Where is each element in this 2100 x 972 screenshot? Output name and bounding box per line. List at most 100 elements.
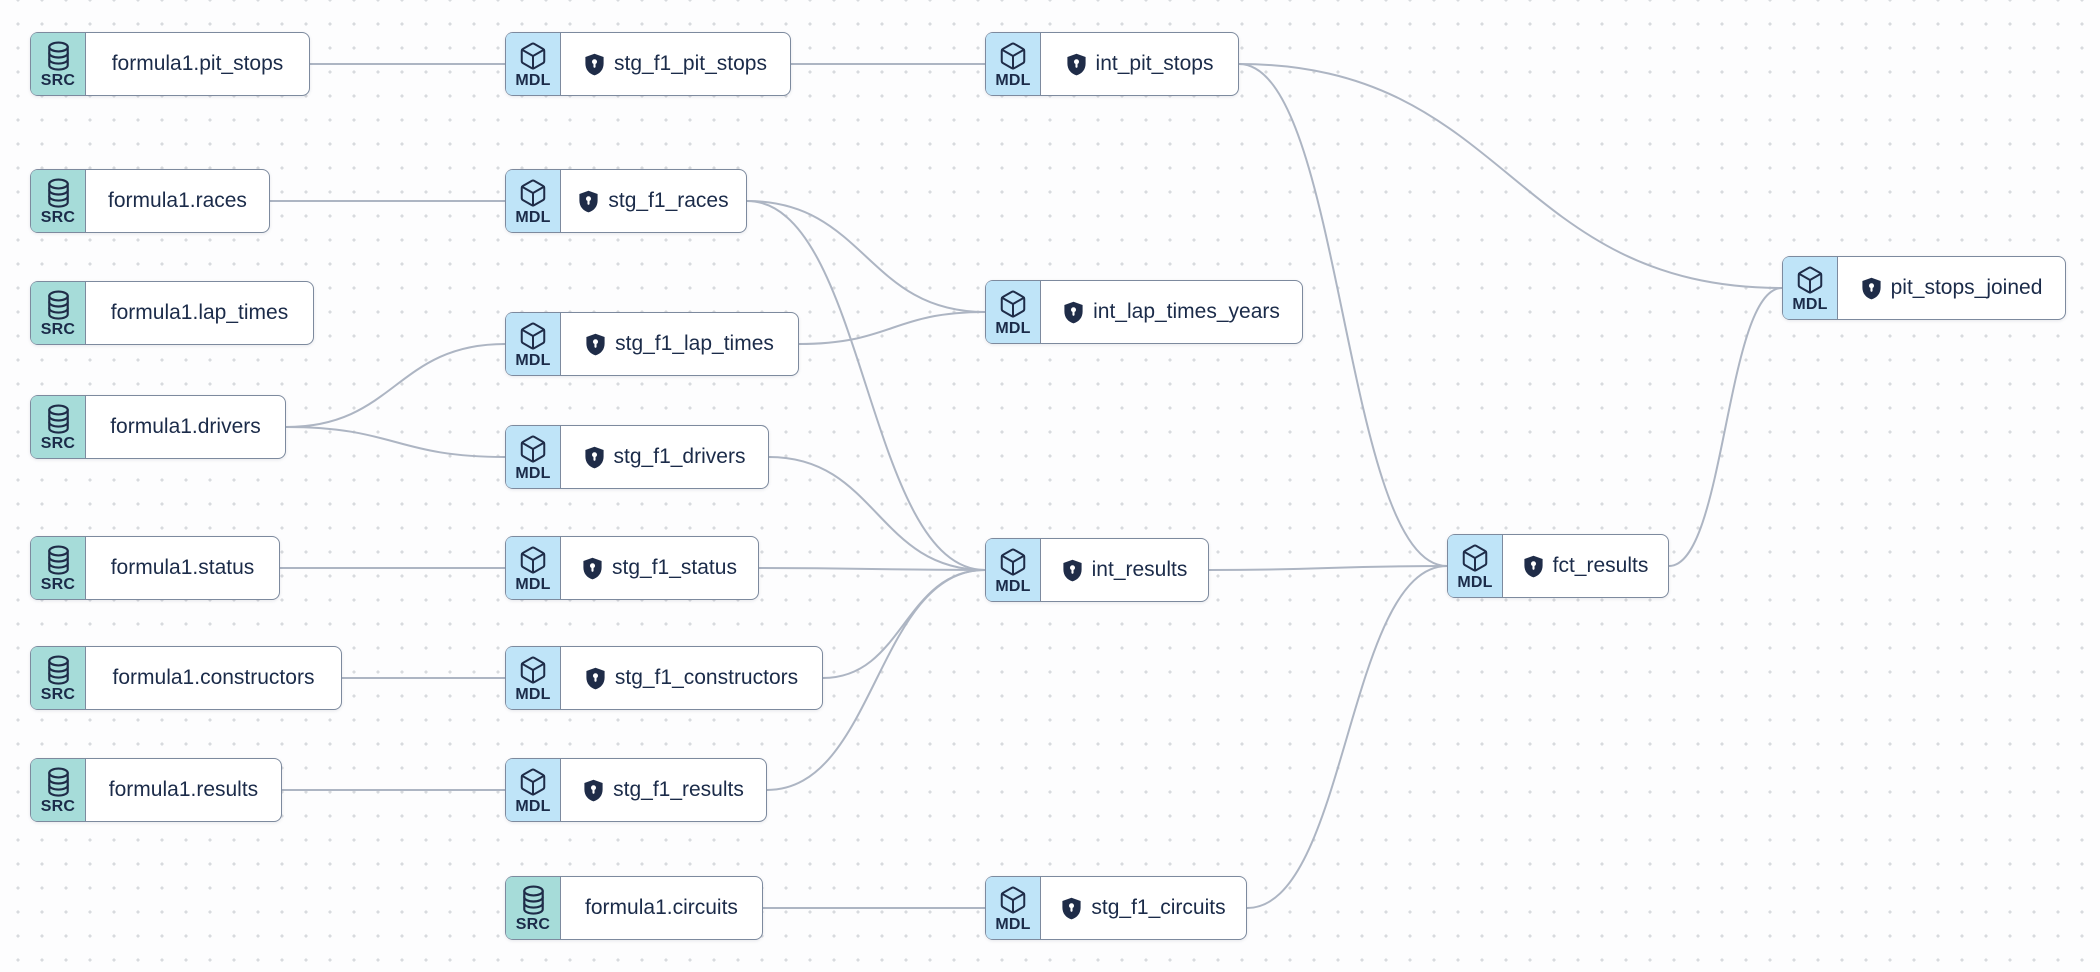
node-label: stg_f1_status [612,556,737,579]
badge-label: SRC [40,797,76,815]
source-type-badge: SRC [31,759,86,821]
model-type-badge: MDL [506,647,561,709]
model-cube-icon [1000,42,1026,70]
model-cube-icon [1000,548,1026,576]
node-src-circuits[interactable]: SRC formula1.circuits [505,876,763,940]
node-src-lap-times[interactable]: SRC formula1.lap_times [30,281,314,345]
node-body: stg_f1_pit_stops [561,33,790,95]
node-label: int_lap_times_years [1093,300,1280,323]
node-stg-results[interactable]: MDL stg_f1_results [505,758,767,822]
edge-int-pit-stops-to-fct-results [1238,63,1448,567]
node-label: int_pit_stops [1095,52,1214,75]
model-cube-icon [520,42,546,70]
shield-icon [1862,277,1881,299]
node-body: pit_stops_joined [1838,257,2065,319]
shield-icon [1064,301,1083,323]
badge-label: MDL [515,575,551,593]
node-label: stg_f1_pit_stops [614,52,767,75]
node-src-constructors[interactable]: SRC formula1.constructors [30,646,342,710]
node-label: stg_f1_drivers [613,445,746,468]
node-body: fct_results [1503,535,1668,597]
database-icon [47,178,69,208]
badge-label: MDL [515,208,551,226]
node-label: formula1.circuits [585,896,738,919]
node-stg-races[interactable]: MDL stg_f1_races [505,169,747,233]
node-label: fct_results [1552,554,1649,577]
database-icon [47,404,69,434]
database-icon [47,767,69,797]
model-type-badge: MDL [506,537,561,599]
node-stg-drivers[interactable]: MDL stg_f1_drivers [505,425,769,489]
badge-label: MDL [515,351,551,369]
edge-stg-races-to-int-results [746,200,986,571]
badge-label: SRC [40,685,76,703]
edge-stg-circuits-to-fct-results [1246,565,1448,909]
model-type-badge: MDL [986,539,1041,601]
badge-label: SRC [40,71,76,89]
node-stg-pit-stops[interactable]: MDL stg_f1_pit_stops [505,32,791,96]
node-src-results[interactable]: SRC formula1.results [30,758,282,822]
node-body: formula1.lap_times [86,282,313,344]
node-body: stg_f1_lap_times [561,313,798,375]
model-type-badge: MDL [506,33,561,95]
node-stg-lap-times[interactable]: MDL stg_f1_lap_times [505,312,799,376]
model-type-badge: MDL [506,759,561,821]
node-body: formula1.circuits [561,877,762,939]
shield-icon [1066,53,1086,75]
node-pit-stops-joined[interactable]: MDL pit_stops_joined [1782,256,2066,320]
badge-label: MDL [515,797,551,815]
edge-stg-races-to-int-lap-times-years [746,200,986,313]
model-cube-icon [520,656,546,684]
node-body: formula1.results [86,759,281,821]
edge-src-drivers-to-stg-drivers [285,426,506,458]
model-cube-icon [1000,886,1026,914]
node-body: stg_f1_drivers [561,426,768,488]
badge-label: MDL [515,685,551,703]
model-cube-icon [1000,290,1026,318]
badge-label: MDL [515,464,551,482]
database-icon [47,41,69,71]
model-cube-icon [520,546,546,574]
database-icon [47,290,69,320]
source-type-badge: SRC [31,282,86,344]
badge-label: MDL [995,915,1031,933]
node-label: stg_f1_results [613,778,744,801]
model-cube-icon [1462,544,1488,572]
edge-stg-constructors-to-int-results [822,569,986,679]
shield-icon [584,446,604,468]
source-type-badge: SRC [31,647,86,709]
model-type-badge: MDL [1783,257,1838,319]
shield-icon [585,53,604,75]
node-int-lap-times-years[interactable]: MDL int_lap_times_years [985,280,1303,344]
source-type-badge: SRC [31,537,86,599]
source-type-badge: SRC [31,33,86,95]
node-label: formula1.constructors [112,666,315,689]
node-src-drivers[interactable]: SRC formula1.drivers [30,395,286,459]
model-cube-icon [520,435,546,463]
model-type-badge: MDL [506,426,561,488]
node-label: stg_f1_races [608,189,729,212]
node-body: int_lap_times_years [1041,281,1302,343]
model-type-badge: MDL [986,281,1041,343]
node-stg-status[interactable]: MDL stg_f1_status [505,536,759,600]
badge-label: SRC [40,320,76,338]
edge-int-results-to-fct-results [1208,565,1448,571]
source-type-badge: SRC [506,877,561,939]
edge-fct-results-to-pit-stops-joined [1668,287,1783,567]
node-label: pit_stops_joined [1890,276,2043,299]
node-body: formula1.drivers [86,396,285,458]
edge-int-pit-stops-to-pit-stops-joined [1238,63,1783,289]
node-body: stg_f1_status [561,537,758,599]
badge-label: SRC [40,434,76,452]
node-body: int_pit_stops [1041,33,1238,95]
shield-icon [584,779,603,801]
